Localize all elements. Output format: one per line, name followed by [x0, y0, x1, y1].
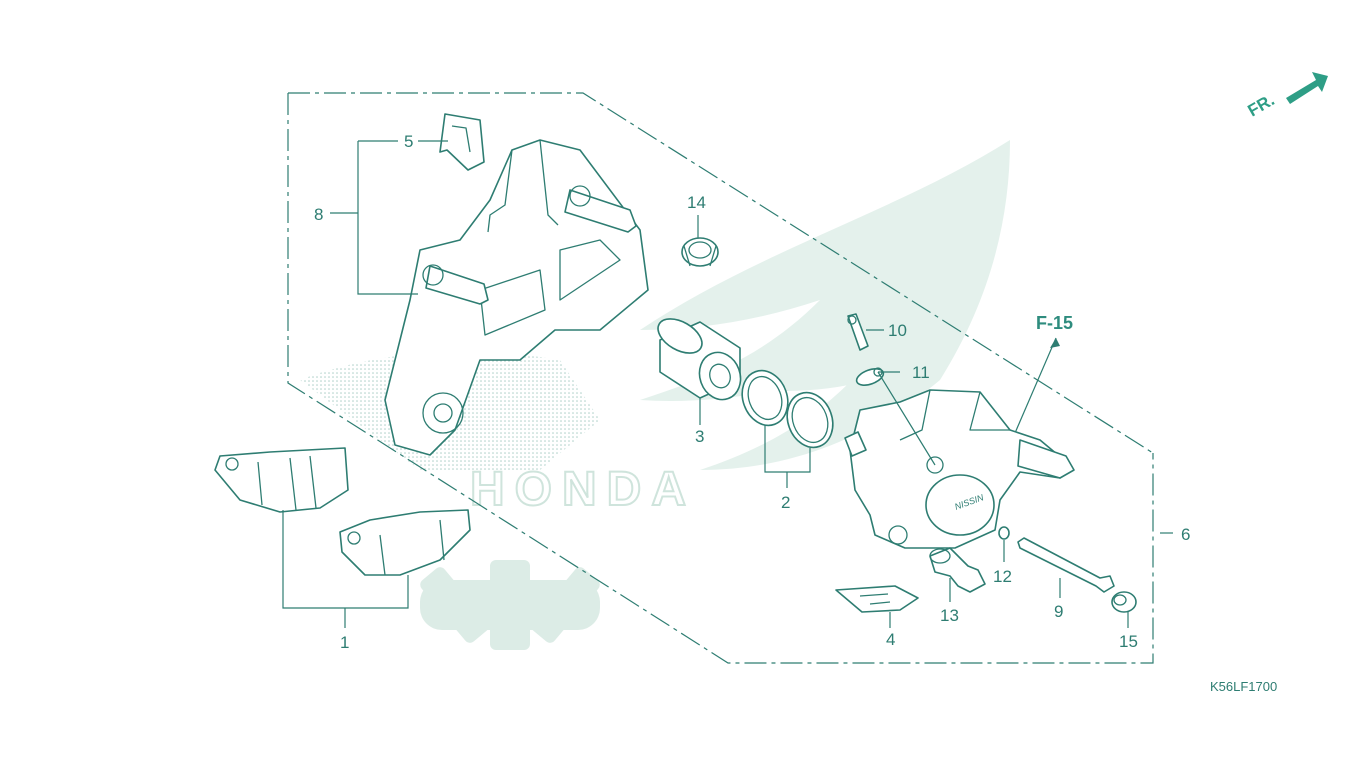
- callout-8[interactable]: 8: [314, 205, 323, 224]
- seal-kit-part-2[interactable]: [735, 364, 840, 454]
- bleeder-screw-part-10[interactable]: [847, 313, 869, 351]
- grommet-part-14[interactable]: [681, 237, 719, 267]
- reference-f15[interactable]: F-15: [1036, 313, 1073, 333]
- callout-3[interactable]: 3: [695, 427, 704, 446]
- caliper-bracket-part-8[interactable]: [384, 139, 649, 456]
- callout-14[interactable]: 14: [687, 193, 706, 212]
- honda-watermark-text: HONDA: [470, 463, 696, 516]
- assembly-boundary: [287, 92, 1154, 664]
- pad-pin-part-9[interactable]: [1017, 537, 1115, 593]
- front-direction-arrow: [1286, 72, 1328, 104]
- plug-part-15[interactable]: [1111, 591, 1137, 613]
- callout-2[interactable]: 2: [781, 493, 790, 512]
- callout-15[interactable]: 15: [1119, 632, 1138, 651]
- pin-boot-part-13[interactable]: [929, 547, 986, 593]
- callout-1[interactable]: 1: [340, 633, 349, 652]
- callout-5[interactable]: 5: [404, 132, 413, 151]
- reference-f15-leader: [1014, 337, 1057, 434]
- callout-4[interactable]: 4: [886, 630, 895, 649]
- callout-9[interactable]: 9: [1054, 602, 1063, 621]
- pad-spring-part-5[interactable]: [439, 113, 485, 171]
- piston-part-3[interactable]: [652, 312, 747, 406]
- callout-12[interactable]: 12: [993, 567, 1012, 586]
- brake-pad-set-part-1[interactable]: [214, 447, 471, 576]
- washer-part-12[interactable]: [998, 526, 1010, 540]
- pad-retainer-part-4[interactable]: [835, 585, 919, 613]
- caliper-body-part-6[interactable]: [844, 389, 1075, 549]
- callout-13[interactable]: 13: [940, 606, 959, 625]
- callout-11[interactable]: 11: [912, 363, 930, 382]
- diagram-code: K56LF1700: [1210, 679, 1277, 694]
- callout-6[interactable]: 6: [1181, 525, 1190, 544]
- leader-lines: [282, 140, 1173, 628]
- front-label: FR.: [1245, 90, 1278, 120]
- callout-10[interactable]: 10: [888, 321, 907, 340]
- reference-f15-arrowhead: [1050, 338, 1060, 348]
